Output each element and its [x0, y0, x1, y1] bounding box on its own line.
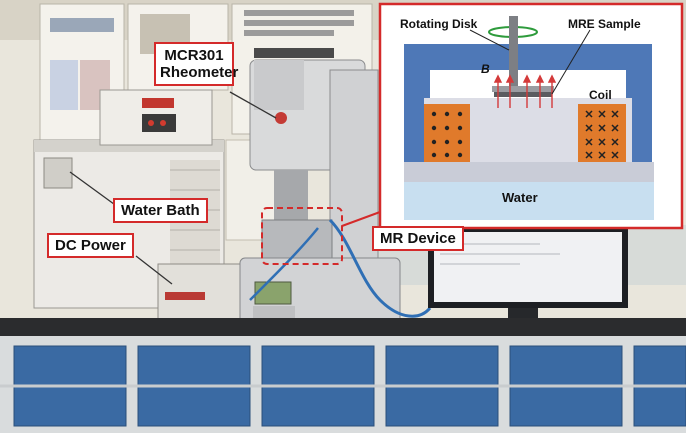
- zoom-connector: [341, 211, 381, 227]
- blue-hose-2: [249, 227, 319, 301]
- coil-dots: [431, 111, 463, 158]
- rheometer-callout: MCR301 Rheometer: [154, 42, 238, 86]
- bench-top: [0, 318, 686, 336]
- rheometer-unit: [229, 59, 401, 329]
- mre-sample-layer: [494, 92, 552, 97]
- coil-label: Coil: [589, 88, 612, 102]
- water-label: Water: [502, 190, 538, 205]
- coil-right: [578, 104, 626, 162]
- shaft: [509, 16, 518, 90]
- water-bath-unit: [33, 139, 225, 309]
- water-bath-callout: Water Bath: [113, 198, 208, 223]
- mr-device-schematic: [378, 2, 684, 230]
- mre-sample-label: MRE Sample: [568, 17, 641, 31]
- dc-power-callout: DC Power: [47, 233, 134, 258]
- drawers: [0, 345, 686, 427]
- rotating-disk-label: Rotating Disk: [400, 17, 478, 31]
- dc-power-unit: [135, 255, 245, 323]
- field-arrows: [493, 74, 557, 108]
- leader-mre: [551, 29, 591, 95]
- blue-hose: [328, 218, 432, 318]
- base-plate: [404, 162, 654, 182]
- water-bath-controller: [99, 89, 213, 146]
- mr-device-highlight: [261, 207, 343, 265]
- leader-disk: [469, 29, 510, 51]
- water-tank: [404, 182, 654, 220]
- coil-crosses: [585, 110, 619, 159]
- disk: [492, 86, 554, 92]
- field-symbol-label: B: [481, 62, 490, 76]
- mr-device-callout: MR Device: [372, 226, 464, 251]
